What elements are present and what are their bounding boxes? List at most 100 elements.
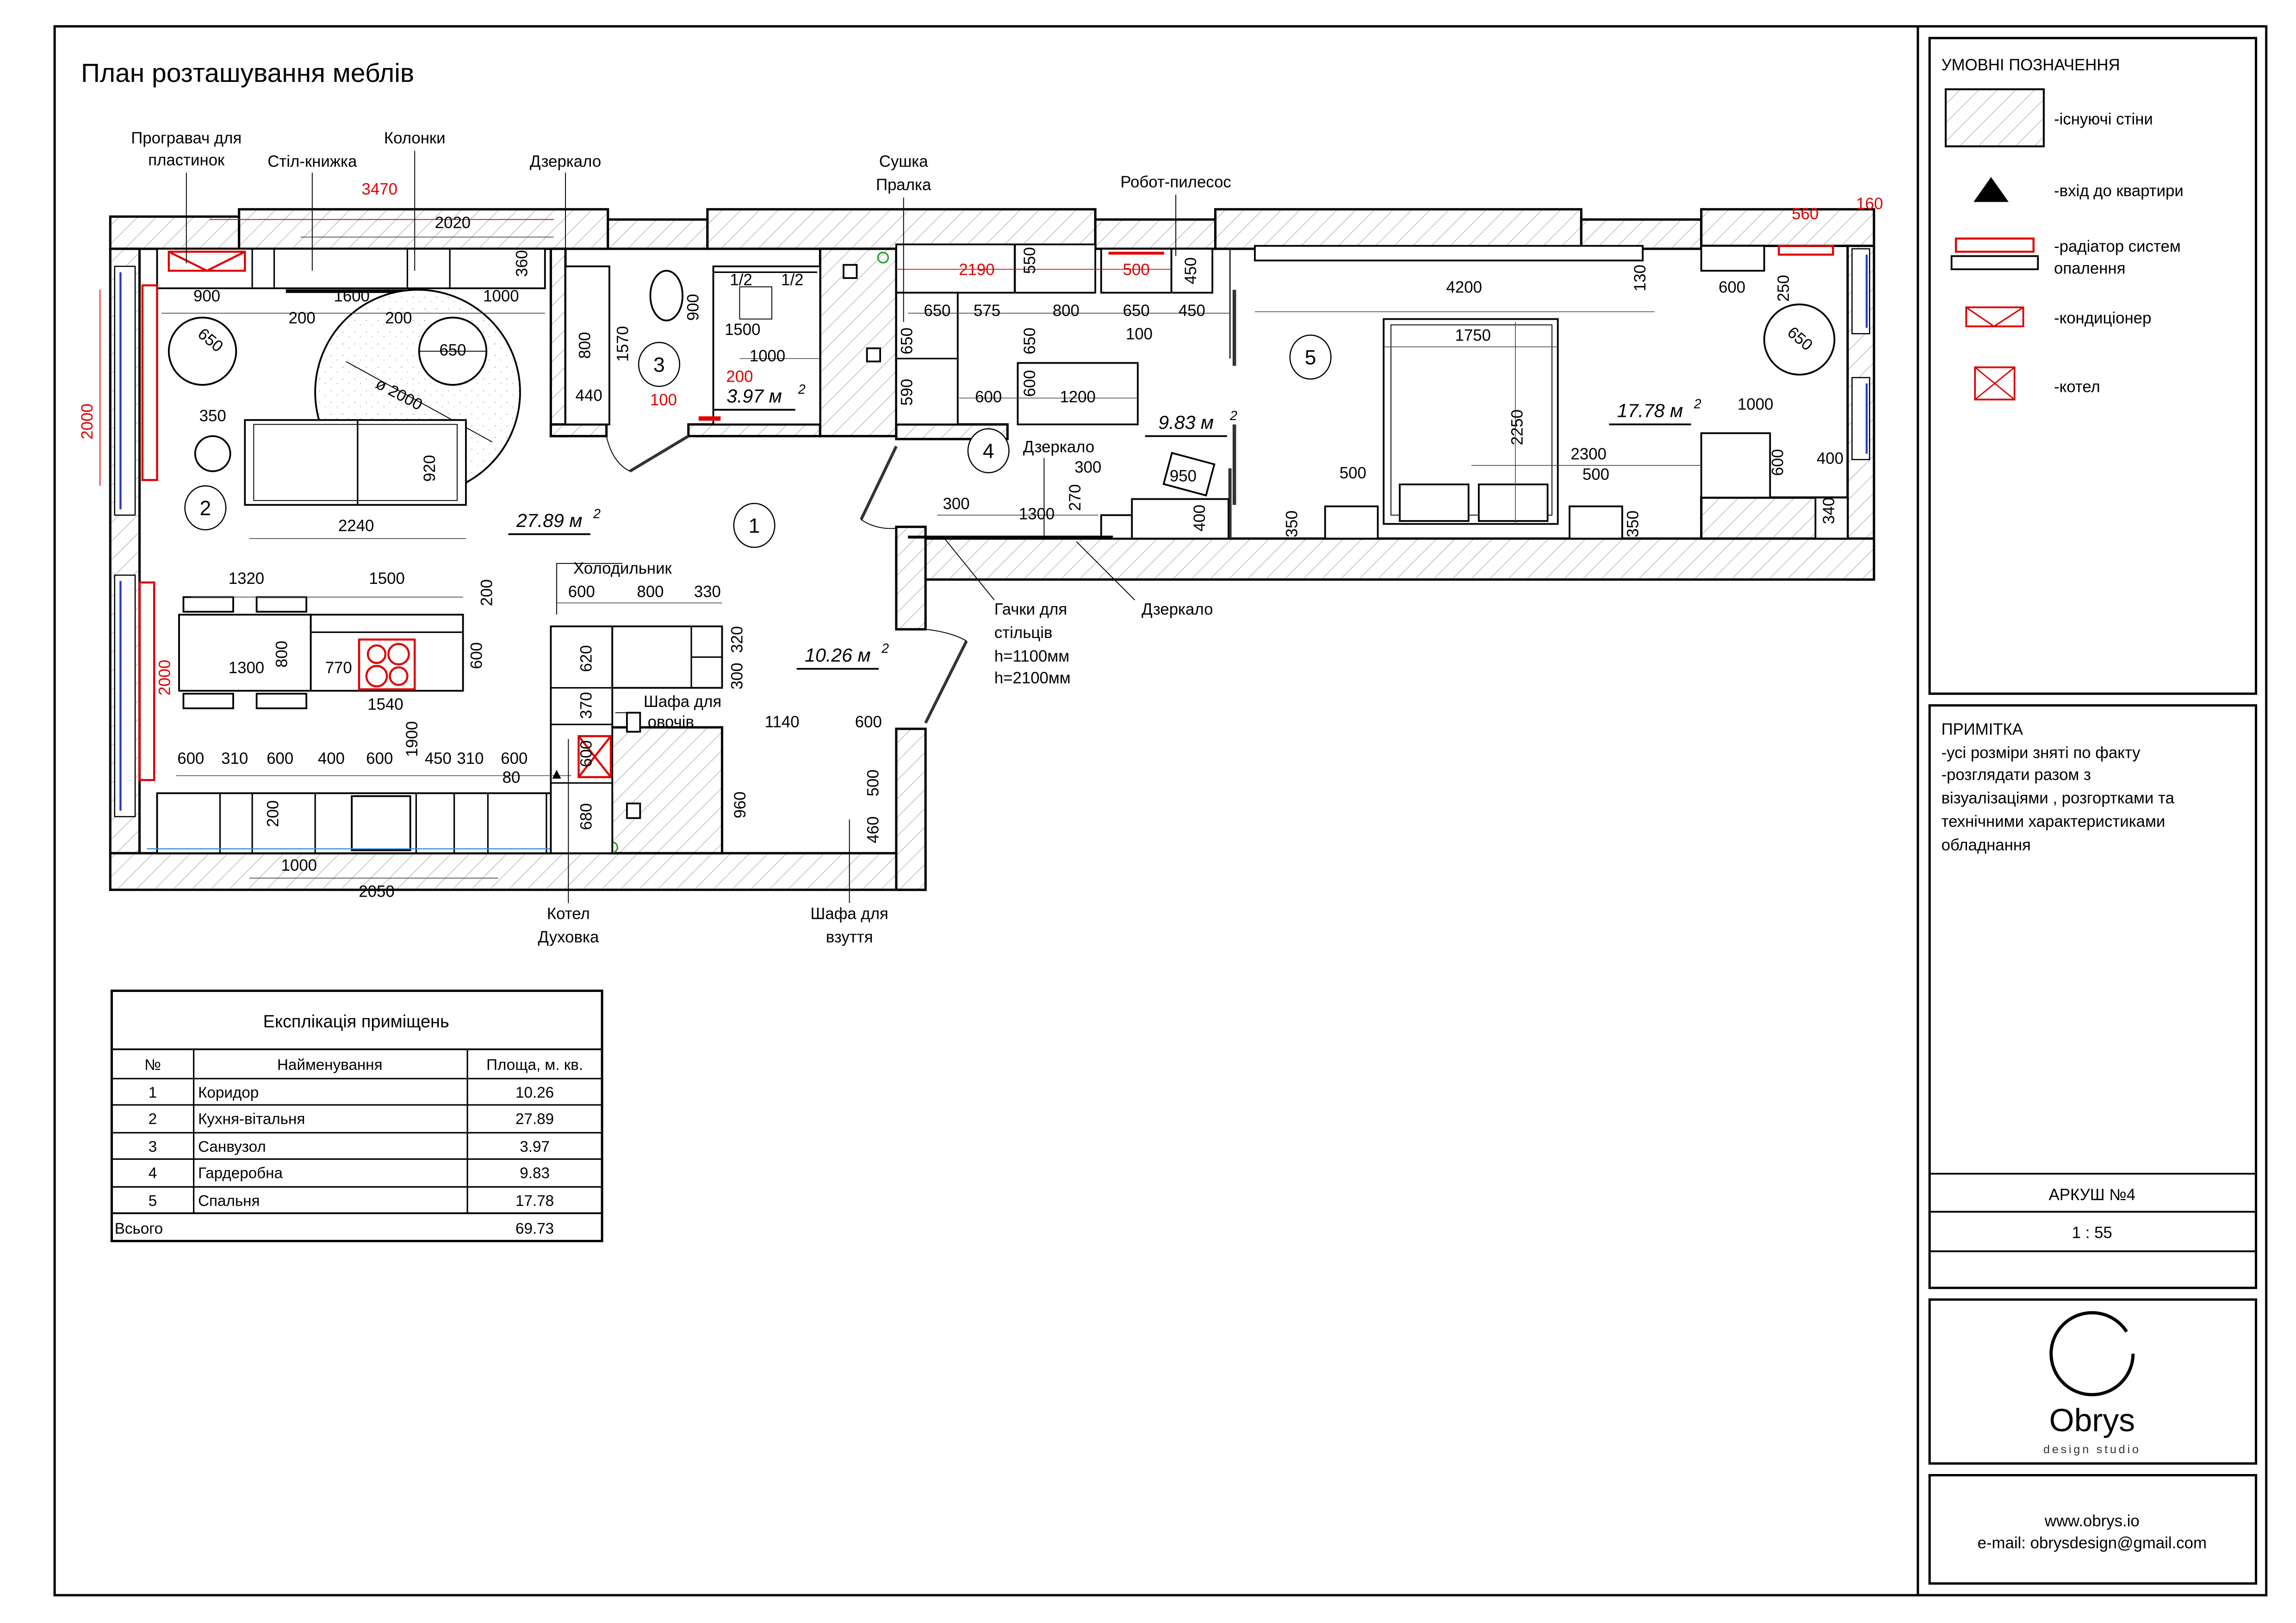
- notes-panel: ПРИМІТКА -усі розміри зняті по факту -ро…: [1928, 704, 2258, 1289]
- email-link[interactable]: e-mail: obrysdesign@gmail.com: [1978, 1535, 2207, 1552]
- dimension-label: 600: [267, 750, 293, 768]
- callout-hooks: h=1100мм: [994, 648, 1069, 665]
- pouf: [168, 316, 237, 386]
- dimension-label: 800: [273, 641, 291, 668]
- row-name: Гардеробна: [198, 1165, 283, 1182]
- callout-boiler-oven: Котел: [547, 905, 590, 923]
- dimension-label: 1000: [750, 347, 785, 365]
- pillow: [1477, 483, 1549, 522]
- dimension-label: 600: [1021, 370, 1039, 397]
- dimension-label: 900: [685, 294, 702, 321]
- dimension-label: 360: [513, 250, 531, 277]
- dimension-label: 1000: [1738, 396, 1773, 413]
- dimension-label: 600: [855, 713, 882, 731]
- dimension-label: 310: [221, 750, 248, 768]
- page-title: План розташування меблів: [81, 58, 414, 88]
- legend-label: опалення: [2054, 260, 2125, 278]
- total-value: 69.73: [515, 1220, 554, 1238]
- red-dimension-label: 560: [1792, 205, 1818, 223]
- dimension-label: 400: [1817, 450, 1843, 467]
- dimension-label: 680: [578, 803, 596, 830]
- dimension-label: 650: [439, 341, 466, 359]
- table-header-area: Площа, м. кв.: [486, 1056, 583, 1073]
- dimension-label: 500: [1340, 465, 1366, 482]
- dimension-label: 650: [1123, 302, 1150, 320]
- windows: [114, 248, 1870, 818]
- dimension-label: 1200: [1060, 389, 1095, 406]
- entrance-triangle-icon: [552, 769, 561, 779]
- red-dimension-label: 160: [1856, 195, 1883, 213]
- row-area: 10.26: [515, 1084, 554, 1101]
- row-name: Спальня: [198, 1192, 260, 1209]
- callout-turntable: Програвач для: [131, 130, 242, 147]
- dimension-label: 1300: [1019, 506, 1055, 523]
- boiler-icon: [1974, 366, 2016, 401]
- row-name: Кухня-вітальня: [198, 1110, 305, 1127]
- dimension-label: 2300: [1570, 446, 1606, 463]
- room-marker: 5 17.78 м 2: [1289, 335, 1701, 426]
- dimension-label: 2020: [435, 214, 471, 232]
- dimension-label: 320: [728, 626, 746, 653]
- dimension-label: 600: [568, 583, 595, 601]
- red-dimension-label: 100: [650, 391, 677, 409]
- dimension-label: 310: [457, 750, 484, 768]
- room-number: 5: [1305, 347, 1316, 369]
- dimension-label: 1140: [765, 713, 800, 731]
- dimension-label: 800: [1053, 302, 1080, 320]
- doors: [606, 248, 1236, 724]
- dimension-label: 600: [578, 740, 596, 767]
- red-dimension-label: 500: [1123, 261, 1150, 279]
- callout-hooks: Гачки для: [994, 601, 1067, 619]
- dimension-label: 620: [578, 645, 596, 672]
- dimension-label: 500: [865, 769, 882, 796]
- row-no: 2: [149, 1110, 157, 1127]
- dimension-label: 300: [1074, 458, 1101, 476]
- legend-label: -радіатор систем: [2054, 238, 2181, 255]
- note-heading: ПРИМІТКА: [1941, 721, 2023, 738]
- dimension-label: 250: [1775, 275, 1793, 302]
- desk: [1700, 432, 1771, 499]
- room-area-label: 9.83 м: [1158, 412, 1214, 433]
- legend-label: -вхід до квартири: [2054, 182, 2184, 200]
- website-link[interactable]: www.obrys.io: [2044, 1512, 2140, 1530]
- dimension-label: 1570: [614, 326, 632, 362]
- callout-turntable: пластинок: [148, 151, 225, 169]
- radiator-icon: [141, 284, 158, 481]
- red-dimension-label: 3470: [362, 180, 397, 198]
- row-area: 3.97: [520, 1138, 550, 1155]
- dimension-label: 575: [974, 302, 1000, 320]
- dimension-label: 330: [694, 583, 721, 601]
- toilet-icon: [649, 270, 683, 322]
- sheet-scale: 1 : 55: [2072, 1224, 2112, 1242]
- dimension-label: 340: [1820, 497, 1838, 524]
- row-name: Коридор: [198, 1084, 259, 1101]
- dimension-label: 200: [478, 579, 496, 606]
- callout-fridge: Холодильник: [573, 560, 672, 577]
- dimension-label: 1/2: [781, 272, 803, 289]
- callout-mirror: Дзеркало: [1142, 601, 1213, 619]
- dimension-label: 300: [728, 663, 746, 689]
- row-no: 5: [149, 1192, 157, 1209]
- room-number-circle: [733, 502, 776, 548]
- bench: [1131, 498, 1229, 539]
- dimension-label: 300: [943, 495, 970, 513]
- dimension-label: 650: [924, 302, 950, 320]
- callout-labels: Програвач для пластинок Стіл-книжка Коло…: [131, 130, 1231, 946]
- room-area-label: 3.97 м: [726, 385, 782, 407]
- room-number-circle: [184, 485, 227, 531]
- room-area-superscript: 2: [1694, 397, 1701, 412]
- dimension-label: 350: [1283, 510, 1301, 537]
- table-header-name: Найменування: [277, 1056, 383, 1073]
- leader-lines: [186, 150, 1177, 903]
- dimension-label: 130: [1632, 265, 1649, 291]
- pillow: [1399, 483, 1470, 522]
- dimension-label: 440: [576, 387, 602, 404]
- red-dimension-label: 200: [726, 368, 753, 385]
- room-area-label: 17.78 м: [1617, 400, 1683, 421]
- dimension-label: 800: [637, 583, 664, 601]
- dimension-label: 450: [1182, 257, 1200, 284]
